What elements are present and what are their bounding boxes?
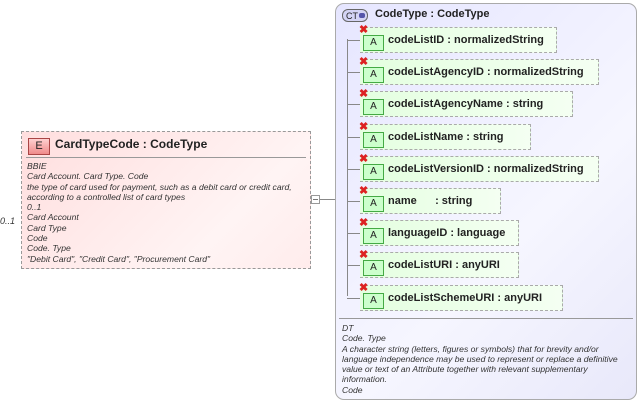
doc-line: DT bbox=[342, 323, 354, 333]
tree-branch bbox=[347, 265, 360, 267]
element-title: CardTypeCode : CodeType bbox=[55, 137, 208, 151]
complex-type-title: CodeType : CodeType bbox=[375, 8, 490, 20]
attribute-icon: A bbox=[363, 260, 384, 277]
doc-line: Code bbox=[27, 233, 48, 244]
doc-line: the type of card used for payment, such … bbox=[27, 181, 292, 192]
doc-line: BBIE bbox=[27, 161, 47, 171]
collapse-toggle[interactable] bbox=[311, 195, 320, 204]
attribute-icon: A bbox=[363, 99, 384, 116]
attribute-label: name : string bbox=[388, 195, 473, 207]
prohibited-x-icon: ✖ bbox=[359, 120, 369, 133]
connector-line bbox=[320, 199, 335, 200]
tree-branch bbox=[347, 136, 360, 138]
tree-branch bbox=[347, 72, 360, 74]
attribute-icon: A bbox=[363, 67, 384, 84]
attribute-icon: A bbox=[363, 292, 384, 309]
cardinality-label: 0..1 bbox=[0, 216, 16, 226]
doc-line: according to a controlled list of card t… bbox=[27, 191, 186, 202]
tree-branch bbox=[347, 104, 360, 106]
prohibited-x-icon: ✖ bbox=[359, 217, 369, 230]
element-documentation: BBIE Card Account. Card Type. Code the t… bbox=[27, 161, 292, 264]
attribute-item[interactable]: A✖ codeListVersionID : normalizedString bbox=[359, 152, 599, 182]
divider bbox=[26, 157, 306, 158]
attribute-icon: A bbox=[363, 228, 384, 245]
tree-branch bbox=[347, 233, 360, 235]
attribute-icon: A bbox=[363, 163, 384, 180]
prohibited-x-icon: ✖ bbox=[359, 185, 369, 197]
attribute-label: languageID : language bbox=[388, 227, 506, 240]
attribute-icon: A bbox=[363, 35, 384, 51]
doc-line: Card Account bbox=[27, 212, 79, 223]
doc-line: Card Type bbox=[27, 222, 67, 233]
attribute-item[interactable]: A✖ name : string bbox=[359, 185, 501, 214]
attribute-item[interactable]: A✖ codeListURI : anyURI bbox=[359, 249, 519, 279]
tree-branch bbox=[347, 168, 360, 170]
element-cardtypecode[interactable]: E CardTypeCode : CodeType BBIE Card Acco… bbox=[21, 131, 311, 269]
doc-line: A character string (letters, figures or … bbox=[342, 343, 618, 385]
prohibited-x-icon: ✖ bbox=[359, 88, 369, 101]
attribute-label: codeListURI : anyURI bbox=[388, 259, 500, 272]
attribute-label: codeListAgencyName : string bbox=[388, 98, 544, 111]
attribute-icon: A bbox=[363, 131, 384, 148]
tree-branch bbox=[347, 297, 360, 299]
attribute-item[interactable]: A✖ codeListAgencyName : string bbox=[359, 88, 573, 118]
attribute-item[interactable]: A✖ codeListID : normalizedString bbox=[359, 24, 557, 53]
complex-type-icon: CT bbox=[342, 9, 368, 22]
attribute-item[interactable]: A✖ codeListName : string bbox=[359, 120, 531, 150]
prohibited-x-icon: ✖ bbox=[359, 249, 369, 262]
attribute-item[interactable]: A✖ codeListSchemeURI : anyURI bbox=[359, 281, 563, 311]
tree-branch bbox=[347, 40, 360, 41]
attribute-icon: A bbox=[363, 196, 384, 212]
divider bbox=[339, 318, 633, 319]
prohibited-x-icon: ✖ bbox=[359, 281, 369, 294]
element-icon: E bbox=[28, 138, 50, 155]
complex-type-documentation: DT Code. Type A character string (letter… bbox=[342, 323, 634, 395]
attribute-label: codeListVersionID : normalizedString bbox=[388, 162, 584, 175]
doc-line: Code bbox=[342, 384, 363, 395]
attribute-label: codeListName : string bbox=[388, 130, 504, 143]
doc-line: Card Account. Card Type. Code bbox=[27, 171, 149, 182]
complex-type-codetype[interactable]: CT CodeType : CodeType A✖codeListID : no… bbox=[335, 3, 637, 400]
prohibited-x-icon: ✖ bbox=[359, 56, 369, 69]
attribute-label: codeListSchemeURI : anyURI bbox=[388, 291, 543, 304]
attribute-item[interactable]: A✖ languageID : language bbox=[359, 217, 519, 247]
doc-line: Code. Type bbox=[342, 333, 386, 344]
doc-line: Code. Type bbox=[27, 243, 71, 254]
prohibited-x-icon: ✖ bbox=[359, 24, 369, 36]
doc-line: 0..1 bbox=[27, 202, 42, 213]
tree-line bbox=[347, 39, 348, 296]
tree-branch bbox=[347, 201, 360, 202]
prohibited-x-icon: ✖ bbox=[359, 152, 369, 165]
doc-line: "Debit Card", "Credit Card", "Procuremen… bbox=[27, 253, 211, 264]
attribute-item[interactable]: A✖ codeListAgencyID : normalizedString bbox=[359, 56, 599, 86]
attribute-label: codeListAgencyID : normalizedString bbox=[388, 66, 584, 79]
attribute-label: codeListID : normalizedString bbox=[388, 34, 544, 46]
